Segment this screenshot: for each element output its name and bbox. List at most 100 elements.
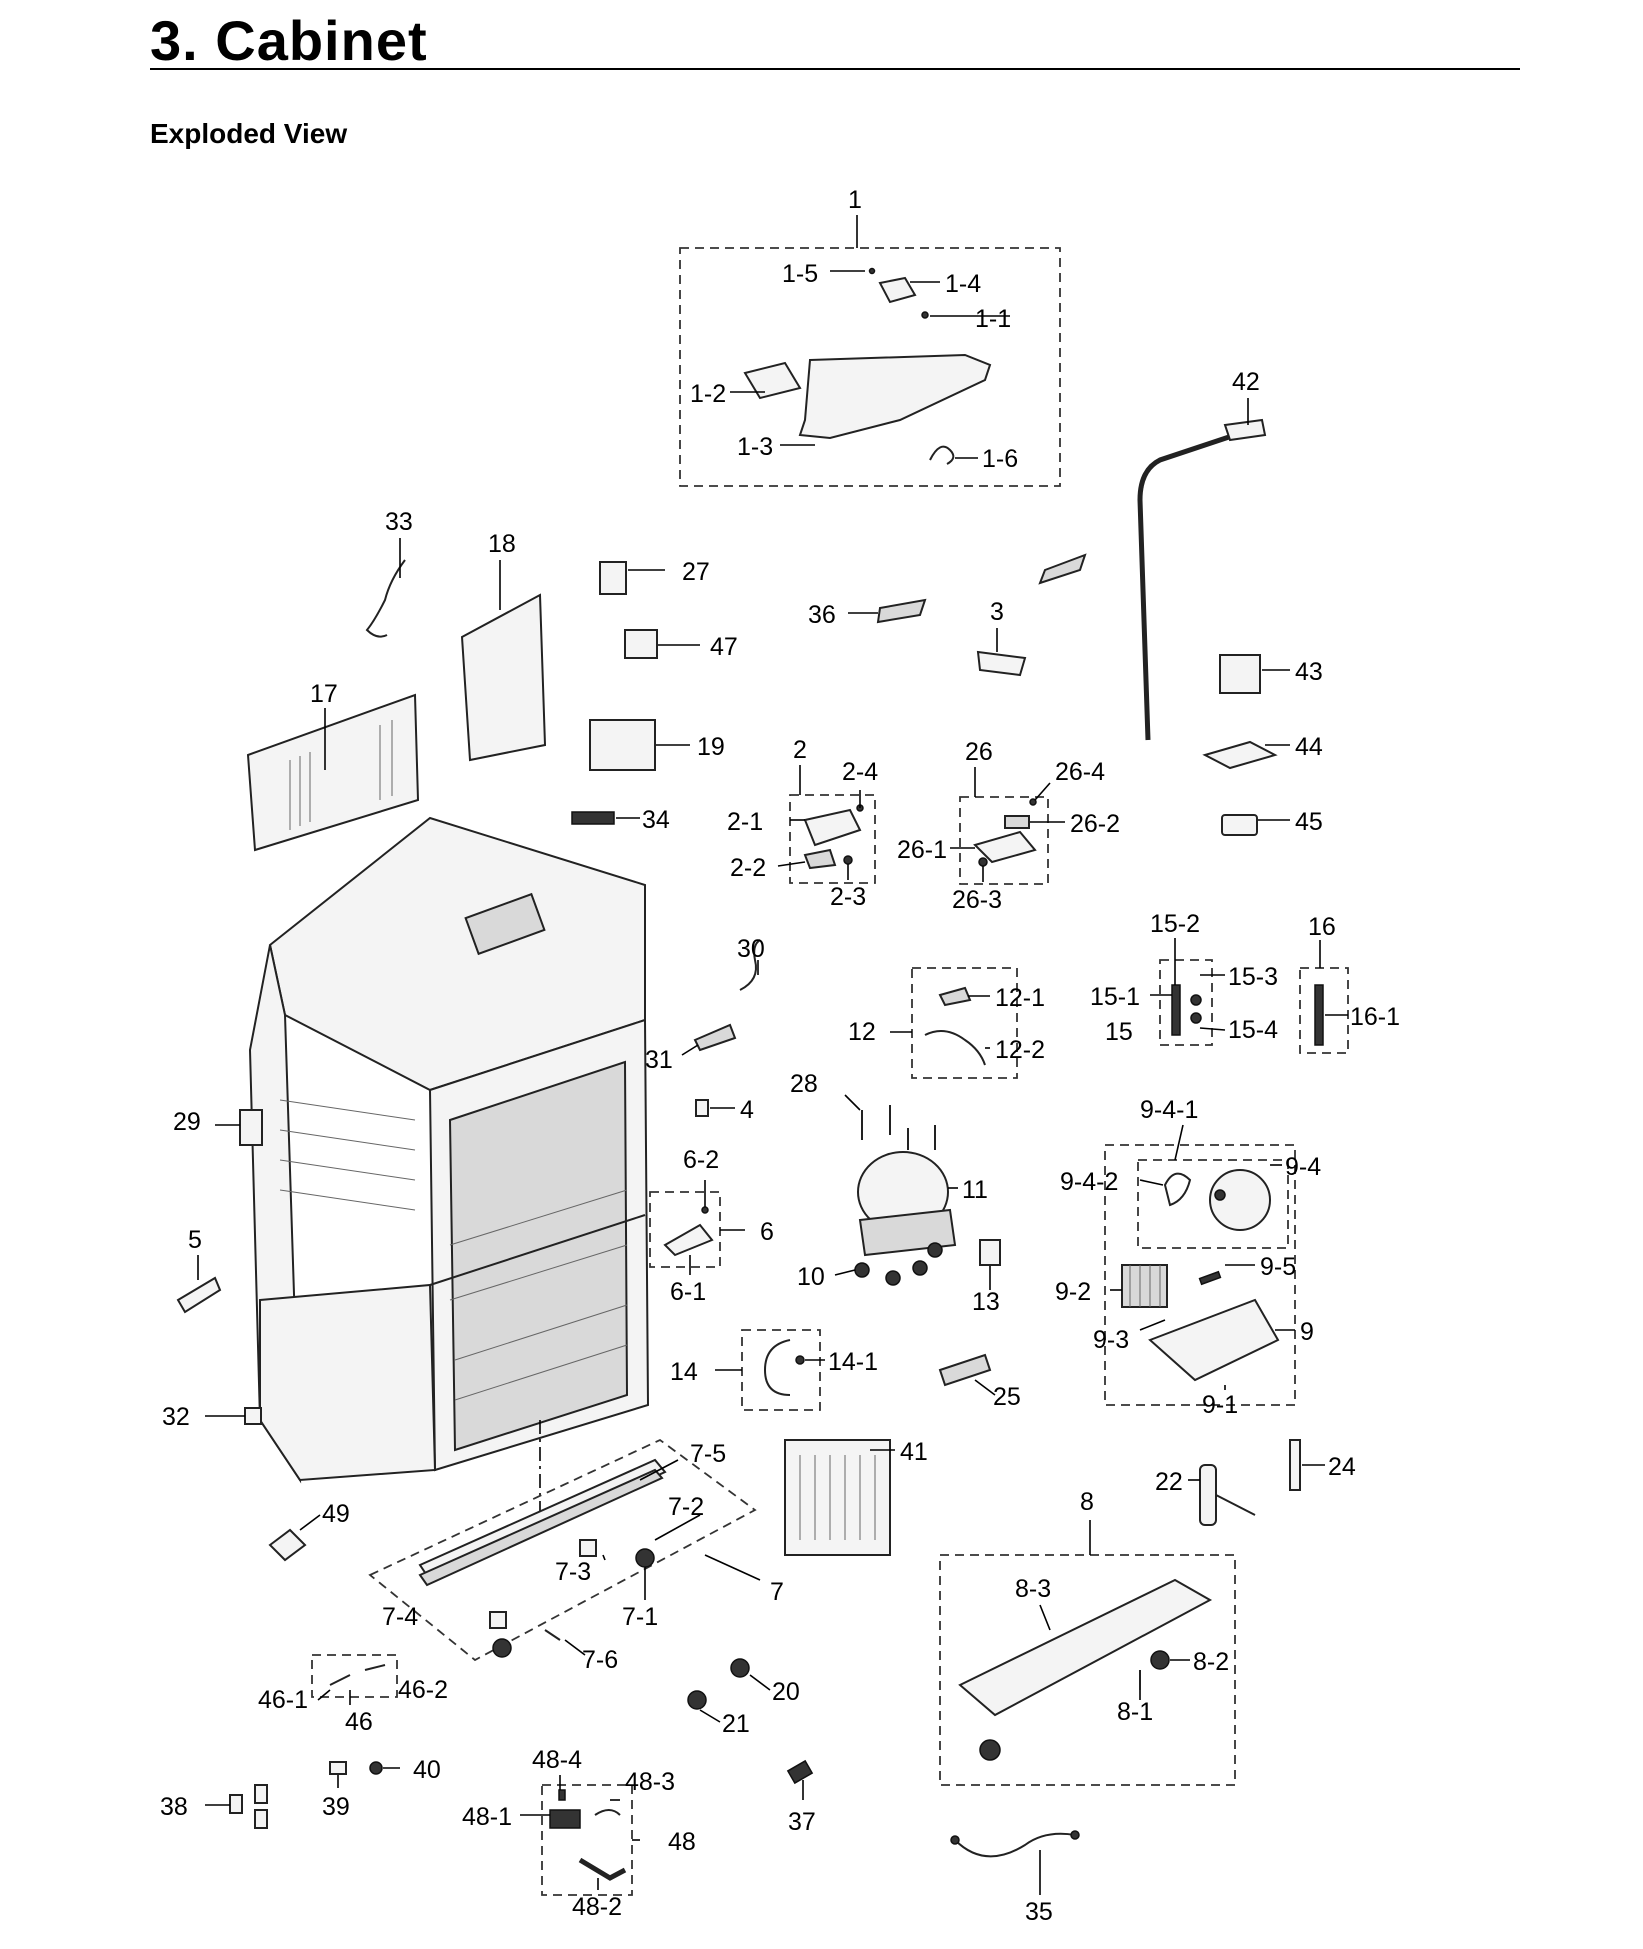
group-12 — [890, 967, 1018, 1079]
group-12-dashed-box — [911, 967, 1018, 1079]
group-15-dashed-box — [1159, 959, 1213, 1046]
part-40-cap — [369, 1761, 383, 1775]
group-6-dashed-box — [649, 1191, 721, 1268]
label-1-5: 1-5 — [782, 260, 818, 288]
misc-small-parts — [176, 939, 761, 1562]
group-15-16 — [1150, 938, 1349, 1054]
part-35-terminal-2 — [1070, 1830, 1080, 1840]
label-12-2: 12-2 — [995, 1036, 1045, 1064]
label-46-1: 46-1 — [258, 1686, 308, 1714]
label-24: 24 — [1328, 1453, 1356, 1481]
part-2-3-screw — [843, 855, 853, 865]
label-29: 29 — [173, 1108, 201, 1136]
label-48: 48 — [668, 1828, 696, 1856]
label-9-4: 9-4 — [1285, 1153, 1321, 1181]
part-10-grommet-2 — [885, 1270, 901, 1286]
part-1-2-plate — [743, 361, 802, 400]
label-6: 6 — [760, 1218, 774, 1246]
part-1-3-bracket — [798, 353, 992, 440]
part-26-2-plate — [1004, 815, 1030, 829]
label-21: 21 — [722, 1710, 750, 1738]
label-1: 1 — [848, 186, 862, 214]
group-8-dashed-box — [939, 1554, 1236, 1786]
left-upper-parts — [246, 538, 1027, 852]
section-subtitle: Exploded View — [150, 118, 348, 149]
label-7-4: 7-4 — [382, 1603, 418, 1631]
label-8: 8 — [1080, 1488, 1094, 1516]
label-33: 33 — [385, 508, 413, 536]
tube-and-misc-right — [1038, 398, 1290, 836]
part-1-1-screw — [921, 311, 929, 319]
part-48-1-clips — [549, 1809, 581, 1829]
label-41: 41 — [900, 1438, 928, 1466]
label-40: 40 — [413, 1756, 441, 1784]
label-8-1: 8-1 — [1117, 1698, 1153, 1726]
label-12: 12 — [848, 1018, 876, 1046]
part-15-4 — [1190, 1012, 1202, 1024]
group-8 — [939, 1439, 1325, 1786]
part-7-5-rail-shadow — [418, 1468, 664, 1587]
label-1-4: 1-4 — [945, 270, 981, 298]
label-7-2: 7-2 — [668, 1493, 704, 1521]
part-12-2-wire — [924, 1030, 986, 1066]
label-19: 19 — [697, 733, 725, 761]
group-46-dashed-box — [311, 1654, 398, 1698]
label-16: 16 — [1308, 913, 1336, 941]
group-1-dashed-box — [679, 247, 1061, 487]
part-37-fitting — [786, 1759, 814, 1785]
label-4: 4 — [740, 1096, 754, 1124]
cabinet-top-vent — [464, 892, 546, 956]
page-title: 3. Cabinet — [150, 9, 428, 72]
label-1-3: 1-3 — [737, 433, 773, 461]
label-46-2: 46-2 — [398, 1676, 448, 1704]
part-2-2-plate — [803, 848, 837, 870]
part-20-roller — [730, 1658, 750, 1678]
label-14: 14 — [670, 1358, 698, 1386]
label-9-4-1: 9-4-1 — [1140, 1096, 1198, 1124]
label-8-2: 8-2 — [1193, 1648, 1229, 1676]
part-9-4-hub — [1214, 1189, 1226, 1201]
label-15-2: 15-2 — [1150, 910, 1200, 938]
part-18-panel — [460, 593, 547, 762]
label-9: 9 — [1300, 1318, 1314, 1346]
part-7-1-wheel — [635, 1548, 655, 1568]
part-34-bar — [571, 811, 615, 825]
label-48-3: 48-3 — [625, 1768, 675, 1796]
part-10-grommet-4 — [927, 1242, 943, 1258]
part-33-wire — [365, 559, 406, 638]
part-46-1 — [329, 1674, 351, 1686]
part-10-grommet-3 — [912, 1260, 928, 1276]
label-1-1: 1-1 — [975, 305, 1011, 333]
label-22: 22 — [1155, 1468, 1183, 1496]
part-42-tube — [1137, 427, 1251, 741]
part-47-board — [624, 629, 658, 659]
part-8-roller-2 — [979, 1739, 1001, 1761]
label-26-2: 26-2 — [1070, 810, 1120, 838]
label-1-2: 1-2 — [690, 380, 726, 408]
label-26-3: 26-3 — [952, 886, 1002, 914]
label-9-2: 9-2 — [1055, 1278, 1091, 1306]
label-10: 10 — [797, 1263, 825, 1291]
label-35: 35 — [1025, 1898, 1053, 1926]
label-25: 25 — [993, 1383, 1021, 1411]
label-46: 46 — [345, 1708, 373, 1736]
label-26-4: 26-4 — [1055, 758, 1105, 786]
part-25-bracket — [938, 1353, 992, 1387]
label-18: 18 — [488, 530, 516, 558]
part-48-2-key — [578, 1857, 627, 1881]
title-rule — [150, 68, 1520, 70]
part-1-5-screw — [868, 267, 876, 275]
label-48-2: 48-2 — [572, 1893, 622, 1921]
part-16-1-tube — [1314, 984, 1324, 1046]
label-43: 43 — [1295, 658, 1323, 686]
label-32: 32 — [162, 1403, 190, 1431]
label-2-2: 2-2 — [730, 854, 766, 882]
part-48-4 — [558, 1789, 566, 1801]
label-16-1: 16-1 — [1350, 1003, 1400, 1031]
part-30-wire — [739, 939, 761, 991]
label-3: 3 — [990, 598, 1004, 626]
label-6-1: 6-1 — [670, 1278, 706, 1306]
part-10-grommet-1 — [854, 1262, 870, 1278]
label-9-3: 9-3 — [1093, 1326, 1129, 1354]
label-44: 44 — [1295, 733, 1323, 761]
